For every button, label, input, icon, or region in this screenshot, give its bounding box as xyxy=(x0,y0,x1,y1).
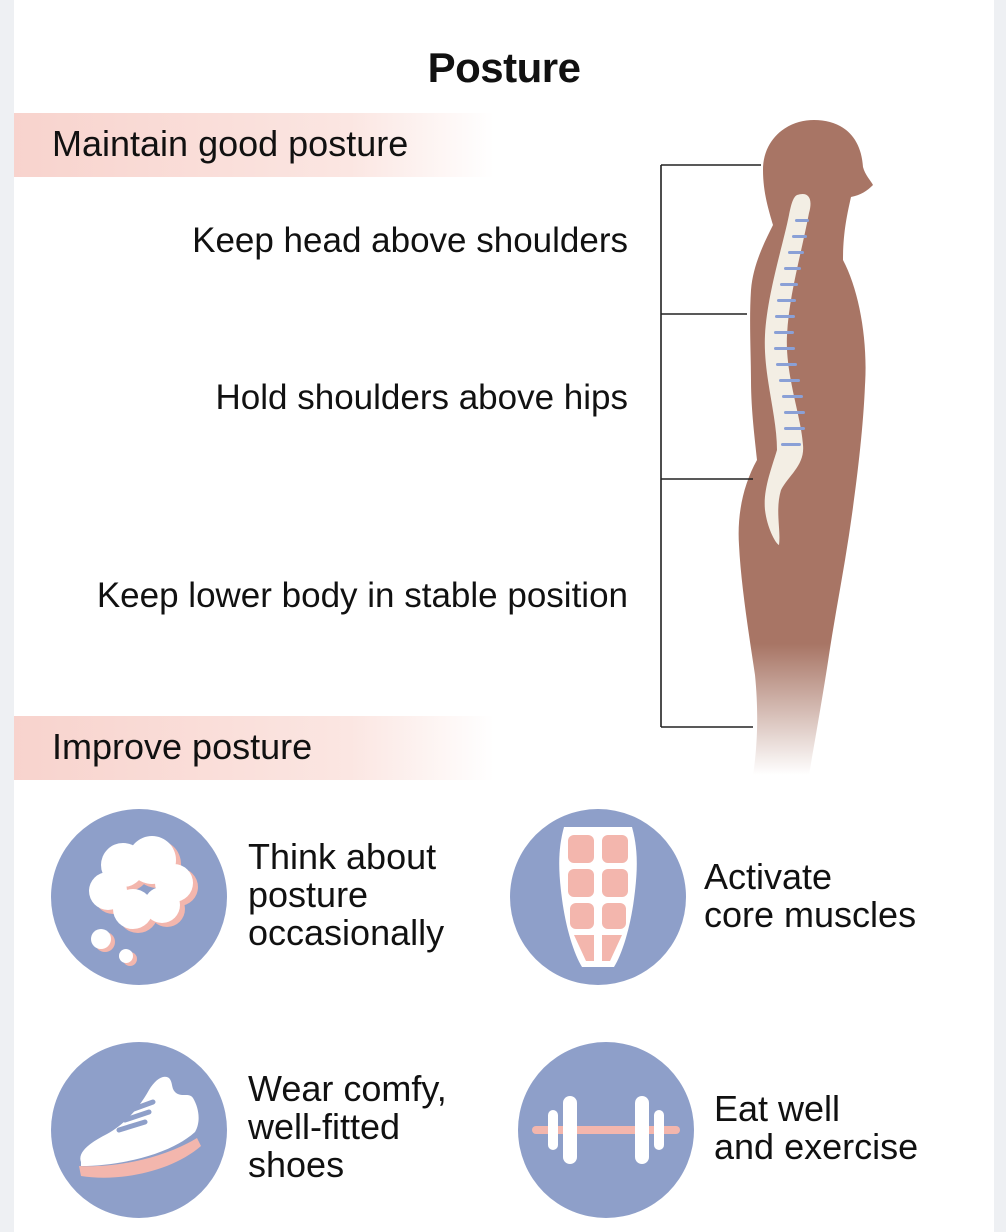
tip-core-text: Activate core muscles xyxy=(704,856,917,935)
abdominal-muscles-icon xyxy=(510,809,686,985)
body-figure xyxy=(660,120,873,775)
maintain-section-header: Maintain good posture xyxy=(14,113,494,177)
dumbbell-icon xyxy=(518,1042,694,1218)
thought-cloud-icon xyxy=(51,809,227,985)
tip-exercise-text: Eat well and exercise xyxy=(714,1088,919,1167)
maintain-heading: Maintain good posture xyxy=(52,123,409,164)
step-shoulders: Hold shoulders above hips xyxy=(215,378,628,417)
tip-think-text: Think about posture occasionally xyxy=(248,836,445,953)
improve-heading: Improve posture xyxy=(52,726,313,767)
improve-section-header: Improve posture xyxy=(14,716,494,780)
step-head: Keep head above shoulders xyxy=(192,221,628,260)
page-title: Posture xyxy=(427,44,581,91)
sneaker-icon xyxy=(51,1042,227,1218)
spine-illustration xyxy=(764,193,811,545)
section-bracket xyxy=(660,164,761,728)
body-silhouette xyxy=(738,120,873,775)
infographic: Posture Maintain good posture Keep head … xyxy=(14,0,994,1232)
tip-shoes-text: Wear comfy, well-fitted shoes xyxy=(248,1068,447,1185)
step-lower-body: Keep lower body in stable position xyxy=(96,576,628,615)
